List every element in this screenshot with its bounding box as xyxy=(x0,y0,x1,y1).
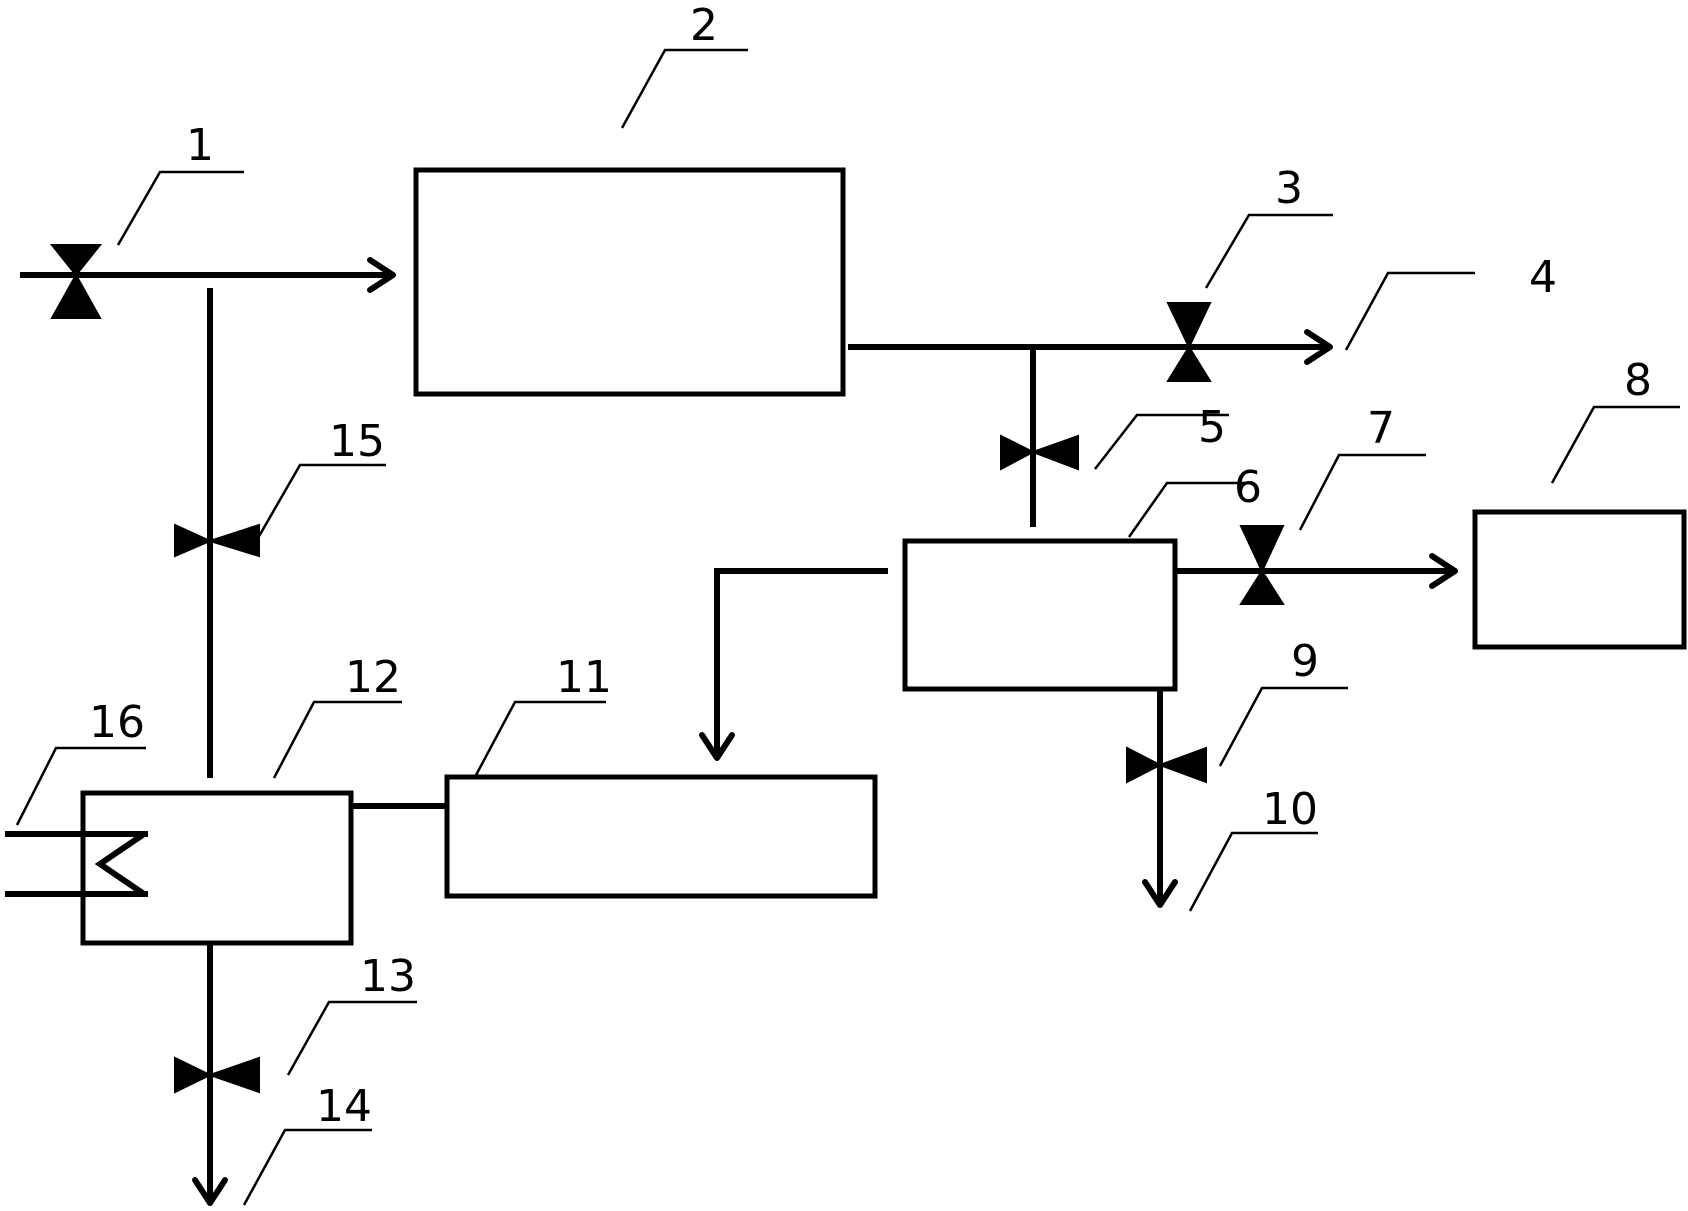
leader-9 xyxy=(1218,686,1348,767)
valve-9-icon-left xyxy=(1126,746,1163,784)
label-2: 2 xyxy=(690,0,718,51)
label-12: 12 xyxy=(345,652,401,703)
label-15: 15 xyxy=(329,416,385,467)
label-11: 11 xyxy=(556,652,612,703)
inlet-arrow xyxy=(367,257,396,293)
leader-3 xyxy=(1204,213,1333,289)
outlet-arrow-4 xyxy=(1304,329,1333,365)
leader-16 xyxy=(15,746,146,826)
valve-7-icon-top xyxy=(1239,525,1285,574)
unit-12-box xyxy=(80,790,354,946)
valve-1-icon-top xyxy=(49,244,103,277)
leader-15 xyxy=(256,463,386,539)
label-4: 4 xyxy=(1529,252,1557,303)
arrow-to-11 xyxy=(699,732,735,761)
leader-14 xyxy=(242,1128,372,1206)
label-9: 9 xyxy=(1291,636,1319,687)
leader-7 xyxy=(1298,453,1426,531)
pipe-6-to-11 xyxy=(714,568,888,758)
valve-13-icon-right xyxy=(206,1056,260,1094)
label-13: 13 xyxy=(360,951,416,1002)
unit-8-box xyxy=(1472,509,1687,650)
label-10: 10 xyxy=(1262,784,1318,835)
leader-8 xyxy=(1550,405,1680,484)
valve-15-icon-left xyxy=(174,523,213,558)
unit-6-box xyxy=(902,538,1178,692)
valve-9-icon-right xyxy=(1157,746,1207,784)
leader-6 xyxy=(1127,481,1254,538)
heater-coil-icon xyxy=(94,831,146,897)
label-6: 6 xyxy=(1234,462,1262,513)
leader-10 xyxy=(1188,831,1318,912)
valve-7-icon-bottom xyxy=(1239,569,1285,605)
valve-13-icon-left xyxy=(174,1056,213,1094)
label-14: 14 xyxy=(316,1081,372,1132)
leader-4 xyxy=(1344,271,1475,351)
valve-3-icon-top xyxy=(1166,302,1212,350)
unit-2-box xyxy=(413,167,846,397)
valve-5-icon-right xyxy=(1030,434,1079,471)
valve-5-icon-left xyxy=(1000,434,1036,471)
leader-1 xyxy=(116,170,244,246)
label-16: 16 xyxy=(89,697,145,748)
label-5: 5 xyxy=(1198,402,1226,453)
valve-1-icon-bottom xyxy=(50,272,102,319)
leader-2 xyxy=(620,48,748,129)
leader-5 xyxy=(1094,413,1229,470)
label-8: 8 xyxy=(1624,355,1652,406)
valve-3-icon-bottom xyxy=(1166,345,1212,382)
arrow-to-14 xyxy=(192,1177,228,1206)
leader-13 xyxy=(286,1000,417,1076)
leader-12 xyxy=(272,700,402,779)
arrow-to-8 xyxy=(1429,553,1458,589)
unit-11-box xyxy=(444,774,878,899)
leader-11 xyxy=(473,700,606,778)
arrow-to-10 xyxy=(1142,879,1178,908)
label-3: 3 xyxy=(1275,163,1303,214)
label-7: 7 xyxy=(1367,403,1395,454)
valve-15-icon-right xyxy=(206,523,260,558)
label-1: 1 xyxy=(186,120,214,171)
